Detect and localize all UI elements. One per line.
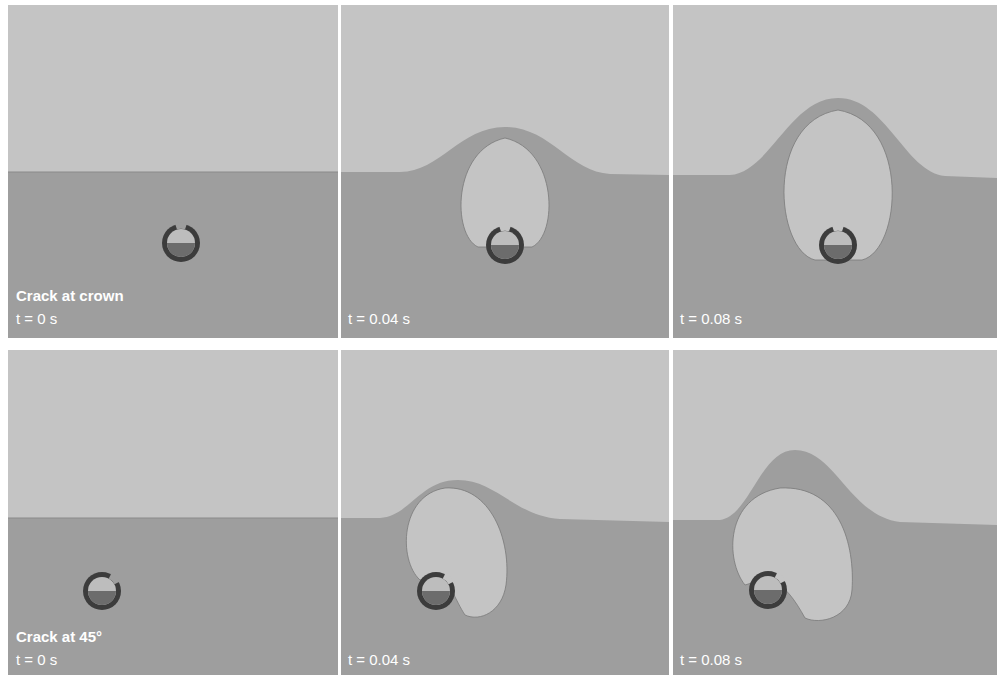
time-label: t = 0.04 s — [348, 310, 410, 328]
cracked-sphere — [417, 572, 455, 610]
case-label: Crack at 45° — [16, 628, 102, 646]
gas-bubble — [733, 488, 853, 621]
cracked-sphere — [83, 572, 121, 610]
cracked-sphere — [819, 226, 857, 264]
time-label: t = 0 s — [16, 310, 57, 328]
frame-panel — [341, 5, 669, 338]
frame-panel — [341, 350, 669, 675]
time-label: t = 0 s — [16, 651, 57, 669]
cracked-sphere — [486, 226, 524, 264]
frame-panel — [673, 350, 997, 675]
cracked-sphere — [749, 571, 787, 609]
case-label: Crack at crown — [16, 287, 124, 305]
time-label: t = 0.08 s — [680, 310, 742, 328]
gas-bubble — [406, 488, 507, 617]
gas-bubble — [461, 138, 549, 247]
time-label: t = 0.04 s — [348, 651, 410, 669]
frame-panel — [673, 5, 997, 338]
cracked-sphere — [162, 224, 200, 262]
frame-panel — [8, 5, 338, 338]
time-label: t = 0.08 s — [680, 651, 742, 669]
frame-panel — [8, 350, 338, 675]
